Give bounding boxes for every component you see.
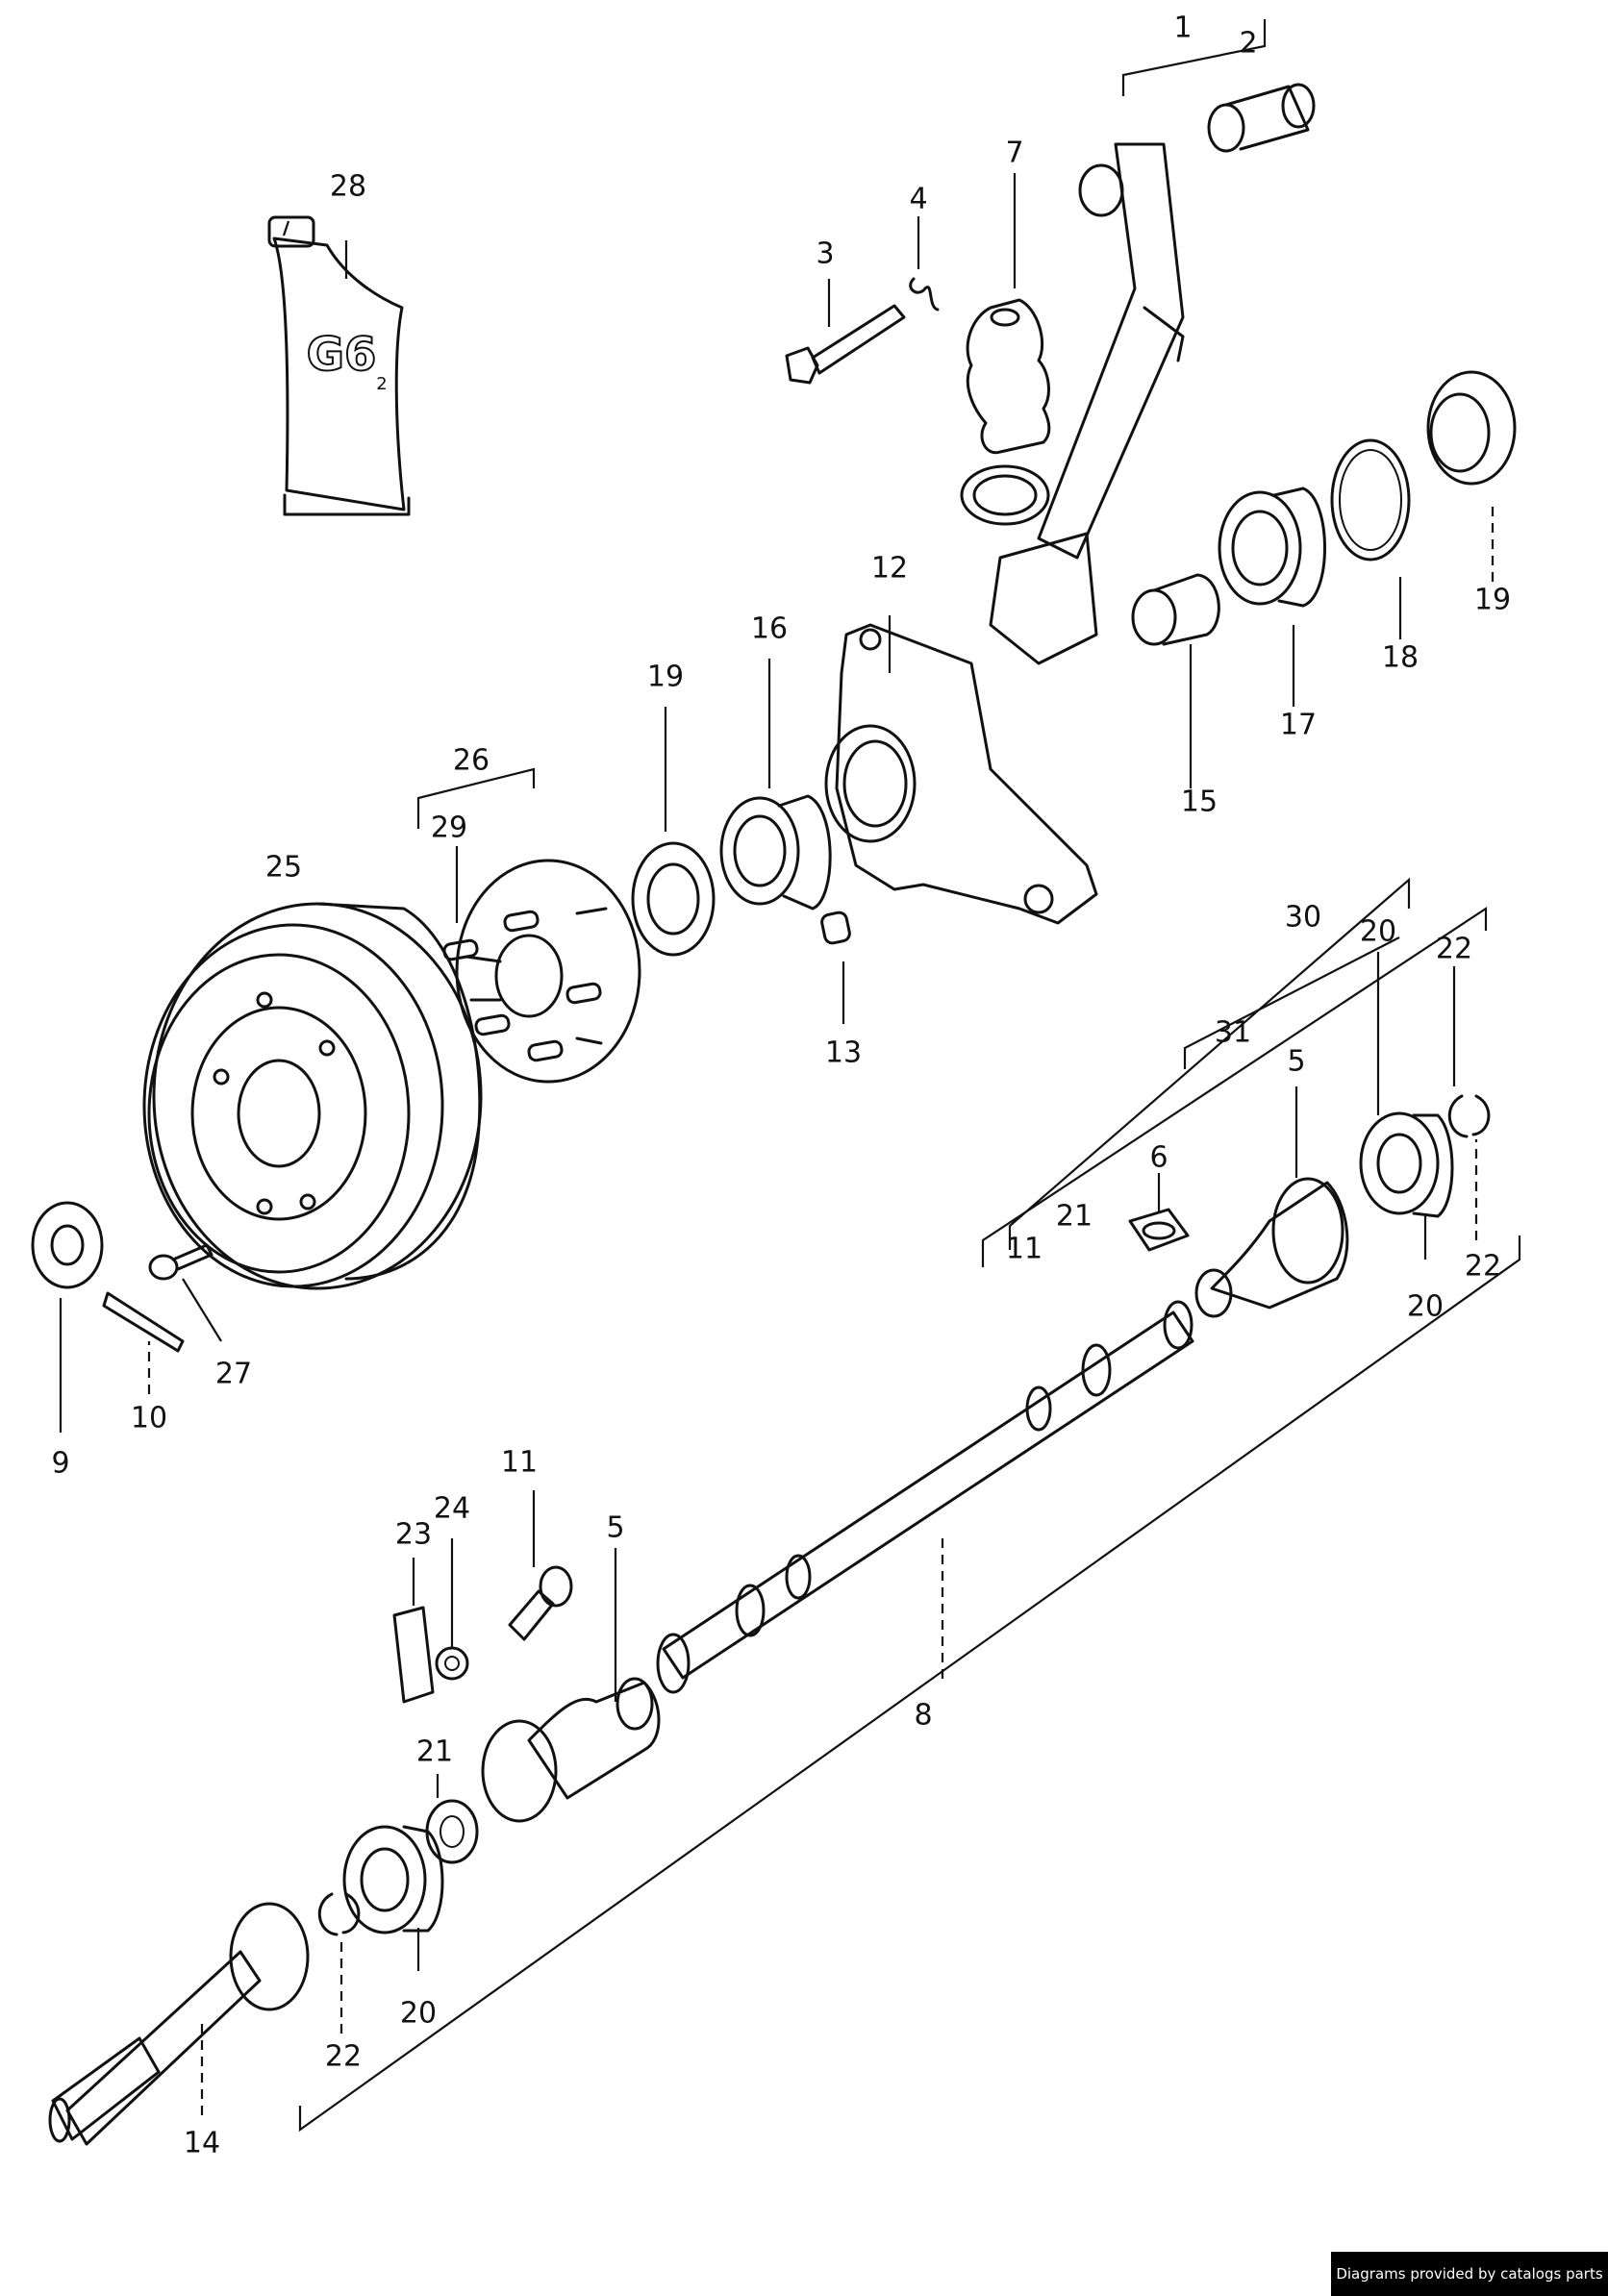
callout-4: 4 — [909, 183, 927, 216]
callout-21-bottom: 21 — [416, 1735, 453, 1769]
callout-18: 18 — [1382, 641, 1419, 675]
callout-30: 30 — [1285, 901, 1321, 935]
callout-24: 24 — [434, 1492, 470, 1526]
circlip-outer — [1447, 1094, 1491, 1138]
callout-10: 10 — [131, 1402, 167, 1435]
oil-seal-outer — [1426, 370, 1517, 486]
washer-inner — [425, 1799, 479, 1864]
sleeve — [1131, 573, 1220, 646]
callout-28: 28 — [330, 170, 366, 204]
callout-3: 3 — [816, 237, 834, 271]
callout-15: 15 — [1181, 786, 1218, 819]
tube-label: G6 — [307, 328, 377, 382]
cv-boot-inner — [481, 1677, 661, 1823]
callout-29: 29 — [431, 811, 467, 845]
cv-boot-outer — [1194, 1177, 1349, 1318]
callout-31: 31 — [1215, 1016, 1251, 1050]
leader-lines — [59, 173, 1495, 2115]
callout-22-top: 22 — [1436, 933, 1472, 966]
callout-19-outer: 19 — [1474, 584, 1511, 617]
cotter-pin — [102, 1291, 185, 1353]
group-bracket-8 — [298, 1235, 1521, 2133]
callout-22-side: 22 — [1465, 1250, 1501, 1284]
drive-shaft — [656, 1300, 1194, 1694]
callout-23: 23 — [395, 1518, 432, 1552]
callout-22-bottom: 22 — [325, 2040, 362, 2074]
castle-nut — [31, 1201, 104, 1289]
callout-5-inner: 5 — [606, 1511, 624, 1545]
group-bracket-26 — [416, 767, 536, 829]
screw — [148, 1243, 214, 1281]
callout-17: 17 — [1280, 709, 1317, 742]
callout-7: 7 — [1005, 137, 1023, 170]
credit-banner: Diagrams provided by catalogs parts — [1331, 2252, 1608, 2296]
group-bracket-31 — [981, 906, 1488, 1267]
callout-6: 6 — [1149, 1141, 1168, 1175]
callout-19-inner: 19 — [647, 661, 684, 694]
lock-washer — [435, 1646, 469, 1681]
callout-9: 9 — [51, 1447, 69, 1481]
circlip-inner — [317, 1892, 361, 1936]
brake-drum — [142, 902, 483, 1290]
pin — [820, 911, 851, 945]
callout-20-side: 20 — [1407, 1290, 1444, 1324]
flange-shaft — [48, 1902, 310, 2146]
callouts: 1 2 3 4 5 5 6 7 8 9 10 11 11 12 13 14 15… — [51, 12, 1511, 2160]
callout-1: 1 — [1173, 12, 1192, 45]
group-bracket-30 — [1008, 877, 1411, 1250]
callout-21-side: 21 — [1056, 1200, 1093, 1234]
tube-label-suffix: 2 — [376, 374, 387, 394]
callout-2: 2 — [1239, 27, 1257, 61]
callout-16: 16 — [751, 612, 788, 646]
callout-25: 25 — [265, 851, 302, 885]
callout-27: 27 — [215, 1358, 252, 1391]
socket-bolt — [508, 1565, 573, 1641]
clamp — [1128, 1208, 1190, 1252]
ball-bearing-inner — [719, 794, 832, 911]
oil-seal-inner — [631, 841, 716, 957]
callout-5-outer: 5 — [1287, 1045, 1305, 1079]
lock-clip — [909, 277, 940, 312]
trailing-arm — [989, 142, 1185, 665]
grease-tube: G6 2 — [267, 215, 411, 516]
lock-plate — [392, 1606, 435, 1704]
callout-8: 8 — [914, 1699, 932, 1733]
bump-stop — [960, 298, 1051, 526]
cv-joint-outer — [1359, 1111, 1454, 1218]
bearing-housing — [824, 623, 1098, 925]
callout-26: 26 — [453, 744, 490, 778]
wheel-hub — [442, 859, 641, 1084]
bushing — [1207, 83, 1316, 153]
callout-20-bottom: 20 — [400, 1997, 437, 2031]
ball-bearing-outer — [1218, 487, 1326, 608]
cv-joint-inner — [342, 1825, 444, 1934]
callout-20-top: 20 — [1360, 915, 1396, 949]
group-bracket-1 — [1121, 19, 1267, 96]
callout-12: 12 — [871, 552, 908, 586]
bolt — [785, 304, 906, 385]
circlip — [1330, 438, 1411, 562]
callout-13: 13 — [825, 1036, 862, 1070]
callout-14: 14 — [184, 2127, 220, 2160]
callout-11-top: 11 — [501, 1446, 538, 1480]
callout-11-side: 11 — [1006, 1233, 1043, 1266]
